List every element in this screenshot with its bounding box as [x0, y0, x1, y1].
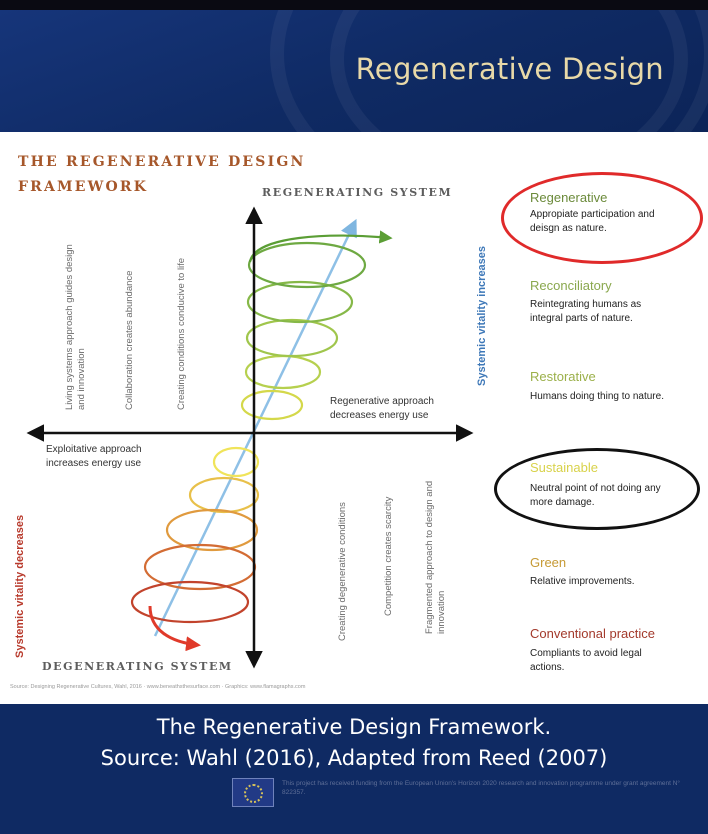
slide-caption: The Regenerative Design Framework. Sourc…	[0, 712, 708, 774]
upper-left-note-3: Creating conditions conducive to life	[176, 257, 187, 410]
exploitative-approach-note: Exploitative approach increases energy u…	[46, 444, 142, 469]
regenerating-system-label: REGENERATING SYSTEM	[262, 186, 453, 199]
level-reconciliatory-name: Reconciliatory	[530, 278, 612, 293]
sustainable-highlight-oval	[494, 448, 700, 530]
level-restorative-name: Restorative	[530, 369, 596, 384]
degenerating-spiral	[130, 446, 260, 652]
level-conventional-name: Conventional practice	[530, 626, 656, 641]
top-strip	[0, 0, 708, 10]
caption-line-1: The Regenerative Design Framework.	[156, 715, 552, 739]
level-regenerative-desc: Appropiate participation and deisgn as n…	[530, 209, 655, 234]
slide-header: Regenerative Design	[0, 10, 708, 132]
diagram-credit: Source: Designing Regenerative Cultures,…	[10, 684, 306, 690]
regenerative-highlight-oval	[501, 172, 703, 264]
lower-right-note-2: Competition creates scarcity	[383, 496, 394, 616]
vitality-decreases-label: Systemic vitality decreases	[14, 514, 26, 658]
level-green-name: Green	[530, 555, 567, 570]
level-sustainable-name: Sustainable	[530, 460, 598, 475]
regenerative-approach-note: Regenerative approach decreases energy u…	[330, 396, 434, 421]
lower-right-note-3: Fragmented approach to design and innova…	[424, 480, 447, 634]
vitality-increases-label: Systemic vitality increases	[476, 245, 488, 386]
regenerating-spiral	[240, 230, 393, 421]
funding-statement: This project has received funding from t…	[282, 780, 681, 796]
level-green-desc: Relative improvements.	[530, 576, 635, 587]
degenerating-system-label: DEGENERATING SYSTEM	[42, 660, 233, 673]
level-regenerative-name: Regenerative	[530, 190, 608, 205]
level-sustainable-desc: Neutral point of not doing any more dama…	[530, 483, 661, 508]
level-reconciliatory-desc: Reintegrating humans as integral parts o…	[530, 299, 642, 324]
eu-flag-icon	[232, 778, 274, 807]
level-conventional-desc: Compliants to avoid legal actions.	[530, 648, 642, 673]
upper-left-note-2: Collaboration creates abundance	[124, 270, 135, 410]
framework-title: THE REGENERATIVE DESIGN FRAMEWORK	[18, 154, 306, 195]
level-restorative-desc: Humans doing thing to nature.	[530, 391, 664, 402]
upper-left-note-1: Living systems approach guides design an…	[64, 244, 87, 410]
caption-line-2: Source: Wahl (2016), Adapted from Reed (…	[100, 746, 608, 770]
lower-right-note-1: Creating degenerative conditions	[337, 502, 348, 641]
slide-title: Regenerative Design	[355, 52, 664, 86]
